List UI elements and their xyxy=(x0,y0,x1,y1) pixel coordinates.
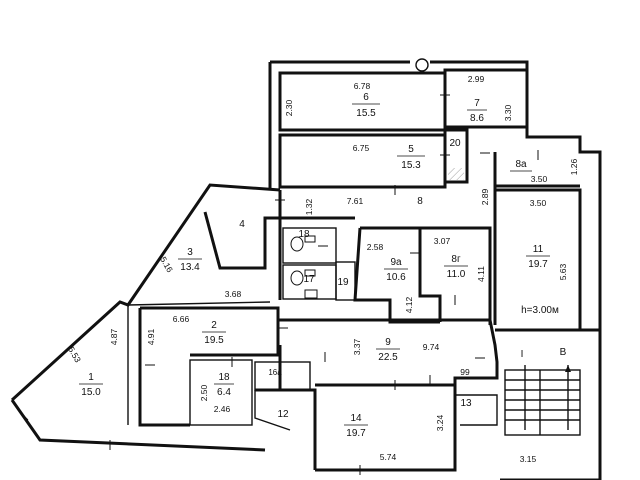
room-8a-number: 8а xyxy=(515,159,527,170)
dim-4-12: 4.12 xyxy=(404,296,414,313)
stair-treads xyxy=(505,379,580,421)
room-1-area: 15.0 xyxy=(81,387,101,398)
room-14-area: 19.7 xyxy=(346,428,366,439)
room-3-number: 3 xyxy=(187,247,193,258)
room-8g-area: 11.0 xyxy=(447,269,466,280)
room-13-number: 13 xyxy=(460,398,472,409)
room-2-number: 2 xyxy=(211,320,217,331)
dim-4-87: 4.87 xyxy=(109,328,119,345)
dim-1-32: 1.32 xyxy=(304,198,314,215)
toilet-fixtures xyxy=(290,235,318,299)
dim-2-99: 2.99 xyxy=(468,74,485,84)
door-marks xyxy=(17,94,539,475)
dim-1-26: 1.26 xyxy=(569,158,579,175)
dim-4-11: 4.11 xyxy=(476,266,486,282)
dim-3-50-11: 3.50 xyxy=(530,198,547,208)
dim-4-91: 4.91 xyxy=(146,328,156,345)
stair-letter-mark: В xyxy=(560,347,567,358)
dim-3-24: 3.24 xyxy=(435,414,445,431)
section-mark: I xyxy=(521,349,524,360)
room-11-area: 19.7 xyxy=(528,259,548,270)
room-12-number: 12 xyxy=(277,409,289,420)
dim-2-50: 2.50 xyxy=(199,384,209,401)
dim-2-89: 2.89 xyxy=(480,188,490,205)
room-20-number: 20 xyxy=(449,138,461,149)
room-labels: 6 15.5 7 8.6 5 15.3 20 8а 8 4 3 13.4 18 … xyxy=(79,92,550,439)
dim-7-61: 7.61 xyxy=(347,196,364,206)
room-18-number: 18 xyxy=(218,372,230,383)
room-9a-number: 9а xyxy=(390,257,402,268)
room-6-number: 6 xyxy=(363,92,369,103)
room-5-number: 5 xyxy=(408,144,414,155)
dim-5-63: 5.63 xyxy=(558,263,568,280)
room-8-number: 8 xyxy=(417,196,423,207)
room-4-number: 4 xyxy=(239,219,245,230)
dim-2-58: 2.58 xyxy=(367,242,384,252)
dim-99: 99 xyxy=(460,367,470,377)
dim-3-68: 3.68 xyxy=(225,289,242,299)
dim-3-07: 3.07 xyxy=(434,236,451,246)
dim-6-75: 6.75 xyxy=(353,143,370,153)
dim-9-74: 9.74 xyxy=(423,342,440,352)
dim-3-30: 3.30 xyxy=(503,104,513,121)
dim-5-53: 5.53 xyxy=(66,345,83,365)
room-8g-number: 8г xyxy=(451,254,461,265)
stair-arrows xyxy=(524,365,571,430)
room-11-number: 11 xyxy=(533,244,544,255)
room-7-number: 7 xyxy=(474,98,480,109)
height-note: h=3.00м xyxy=(521,305,559,316)
dim-6-66: 6.66 xyxy=(173,314,190,324)
room-17-number: 17 xyxy=(303,274,315,285)
room-3-area: 13.4 xyxy=(180,262,200,273)
dim-3-50-8a: 3.50 xyxy=(531,174,548,184)
room-6-area: 15.5 xyxy=(356,108,376,119)
dim-5-16: 5.16 xyxy=(158,255,175,275)
room-5-area: 15.3 xyxy=(401,160,421,171)
dim-2-30: 2.30 xyxy=(284,99,294,116)
room-9a-area: 10.6 xyxy=(386,272,406,283)
dim-3-37: 3.37 xyxy=(352,338,362,355)
dimension-labels: 6.78 2.30 2.99 3.30 6.75 1.26 3.50 2.89 … xyxy=(66,74,579,464)
dim-2-46: 2.46 xyxy=(214,404,231,414)
dim-5-74: 5.74 xyxy=(380,452,397,462)
room-18-wc-number: 18 xyxy=(298,229,310,240)
room-18-area: 6.4 xyxy=(217,387,231,398)
dim-6-78: 6.78 xyxy=(354,81,371,91)
dim-3-15: 3.15 xyxy=(520,454,537,464)
room-9-area: 22.5 xyxy=(378,352,398,363)
vent-icon xyxy=(415,58,429,72)
room-19-number: 19 xyxy=(337,277,349,288)
room-16a-number: 16а xyxy=(268,368,282,377)
room-9-number: 9 xyxy=(385,337,391,348)
room-1-number: 1 xyxy=(88,372,94,383)
room-14-number: 14 xyxy=(350,413,362,424)
shaft-hatch xyxy=(448,168,464,180)
walls xyxy=(10,60,602,480)
room-2-area: 19.5 xyxy=(204,335,224,346)
room-7-area: 8.6 xyxy=(470,113,484,124)
